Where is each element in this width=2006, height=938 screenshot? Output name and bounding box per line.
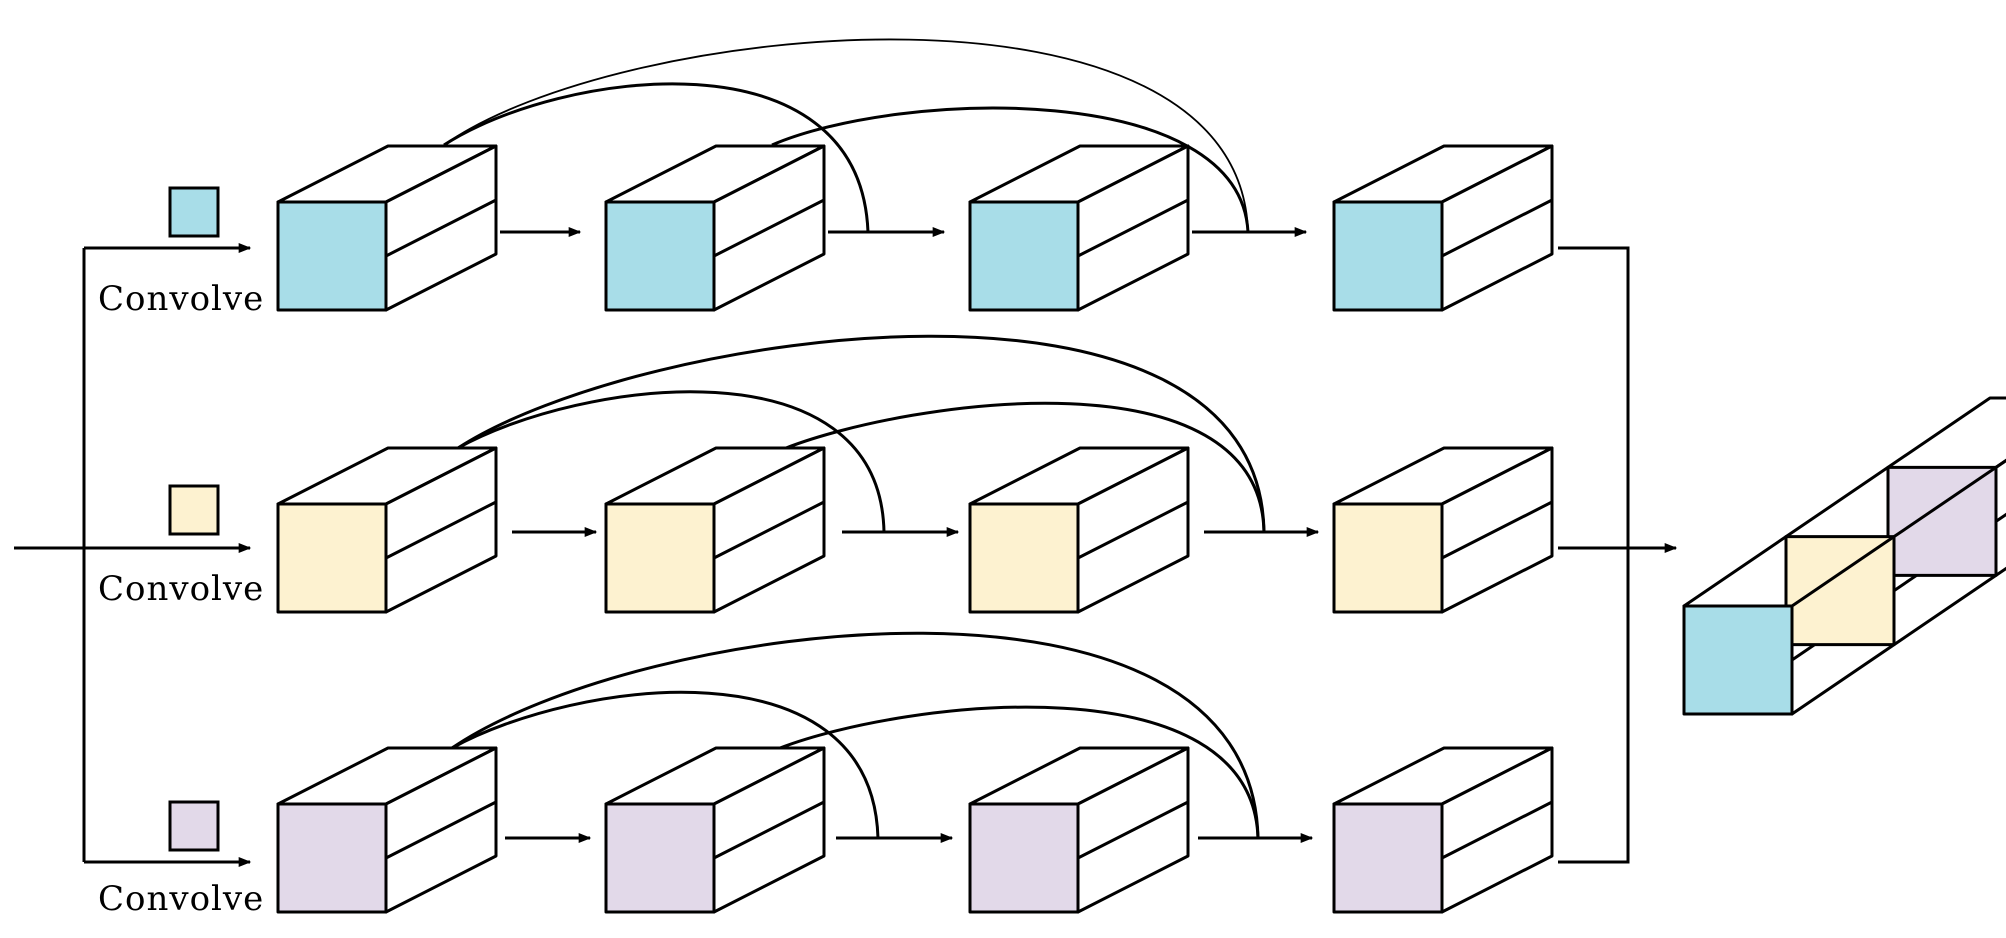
- branch-3-convolve-label: Convolve: [98, 879, 264, 919]
- input-splitter: [14, 242, 252, 868]
- cube-front-face: [968, 200, 1080, 312]
- merge-connector: [1558, 246, 1678, 864]
- branch-1-layer-3-cube: [968, 144, 1190, 312]
- branch-2-layer-4-cube: [1332, 446, 1554, 614]
- branch-3-layer-1-cube: [276, 746, 498, 914]
- cube-front-face: [276, 502, 388, 614]
- branch-3-skip-1-to-3: [451, 690, 880, 839]
- cube-front-face: [276, 802, 388, 914]
- cube-front-face: [1332, 502, 1444, 614]
- branch-3-layer-4-cube: [1332, 746, 1554, 914]
- cube-side-midline: [1441, 198, 1553, 258]
- output-segment-edge: [1893, 466, 1997, 538]
- cube-front-face: [968, 502, 1080, 614]
- branch-2-skip-2-to-4: [785, 401, 1266, 533]
- cube-front-face: [968, 802, 1080, 914]
- branch-2-skip-1-to-4: [457, 334, 1266, 533]
- cube-front-face: [604, 502, 716, 614]
- output-segment-edge: [1791, 535, 1895, 608]
- branch-3-skip-2-to-4: [779, 705, 1260, 839]
- cube-side-midline: [1077, 800, 1189, 860]
- branch-2-layer-2-cube: [604, 446, 826, 614]
- branch-3-skip-1-to-4: [451, 631, 1260, 839]
- output-segment-branch-3: [1886, 465, 1998, 577]
- branch-1-convolve-label: Convolve: [98, 279, 264, 319]
- branch-1-layer-4-cube: [1332, 144, 1554, 312]
- output-segment-branch-1: [1682, 604, 1794, 716]
- cube-front-face: [604, 200, 716, 312]
- cube-side-midline: [385, 500, 497, 560]
- branch-1-kernel: [168, 186, 220, 238]
- cube-side-midline: [713, 500, 825, 560]
- cube-side-midline: [713, 800, 825, 860]
- branch-3-layer-3-cube: [968, 746, 1190, 914]
- branch-2-layer-3-cube: [968, 446, 1190, 614]
- branch-3-layer-2-cube: [604, 746, 826, 914]
- cube-front-face: [1332, 200, 1444, 312]
- branch-3-kernel: [168, 800, 220, 852]
- branch-2-layer-1-cube: [276, 446, 498, 614]
- dense-skip-connections: [443, 38, 1266, 839]
- cube-front-face: [604, 802, 716, 914]
- branch-2-kernel: [168, 484, 220, 536]
- cube-side-midline: [1077, 500, 1189, 560]
- cube-front-face: [276, 200, 388, 312]
- branch-1-skip-1-to-4: [443, 38, 1249, 233]
- cube-front-face: [1332, 802, 1444, 914]
- cube-side-midline: [713, 198, 825, 258]
- cube-side-midline: [385, 198, 497, 258]
- branch-1-layer-2-cube: [604, 144, 826, 312]
- branch-1-skip-2-to-4: [771, 106, 1250, 233]
- cube-side-midline: [1441, 500, 1553, 560]
- branch-1-layer-1-cube: [276, 144, 498, 312]
- cube-side-midline: [1077, 198, 1189, 258]
- branch-2-skip-1-to-3: [457, 390, 886, 533]
- branch-1-skip-1-to-3: [443, 82, 870, 233]
- cube-side-midline: [385, 800, 497, 860]
- concatenated-output-block: [1682, 396, 2006, 716]
- cube-side-midline: [1441, 800, 1553, 860]
- sequential-arrows: [500, 226, 1320, 844]
- branch-2-convolve-label: Convolve: [98, 569, 264, 609]
- output-segment-branch-2: [1784, 535, 1896, 647]
- feature-map-cubes: [276, 144, 1554, 914]
- merge-bracket: [1558, 246, 1630, 864]
